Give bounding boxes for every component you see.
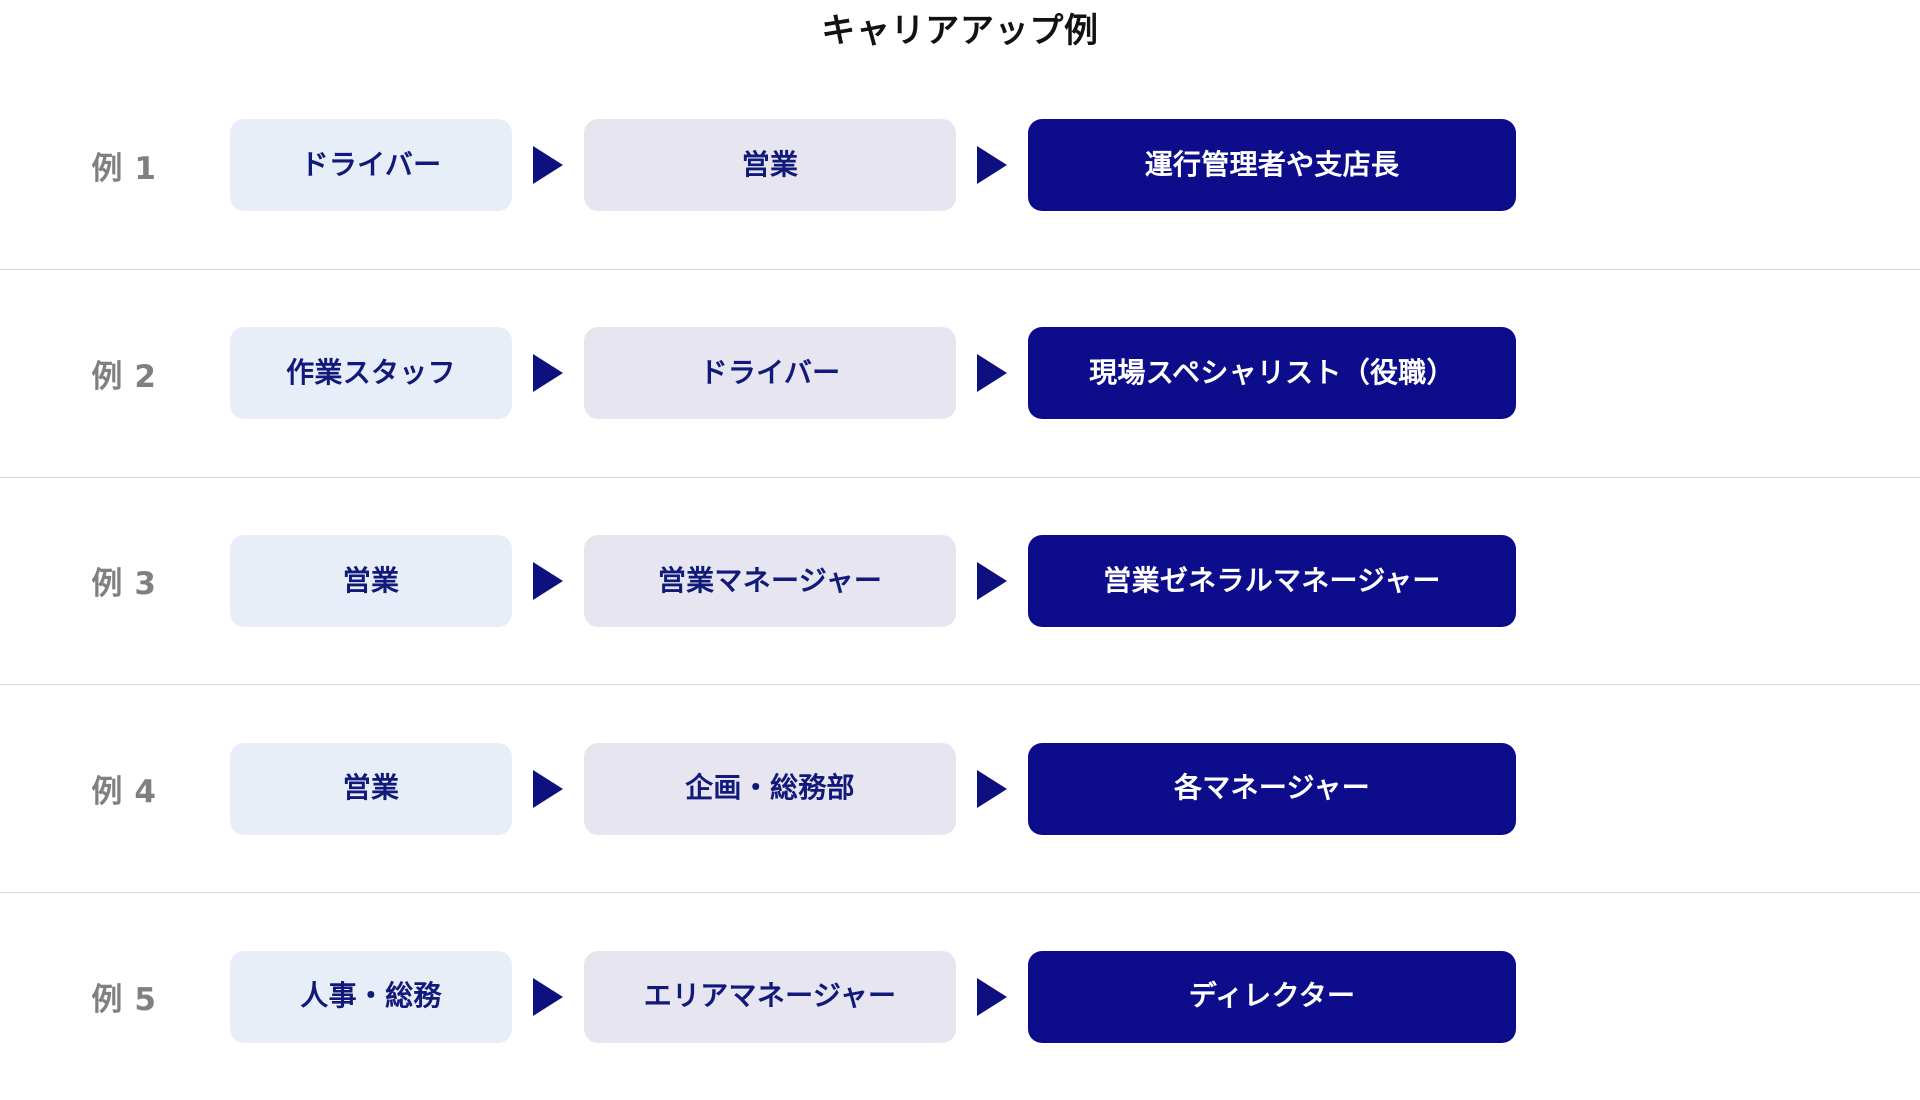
row-stages: 営業 営業マネージャー 営業ゼネラルマネージャー	[230, 534, 1900, 627]
triangle-right-icon	[512, 146, 584, 185]
stage-box-middle: エリアマネージャー	[584, 950, 956, 1043]
row-label-example-1: 例 1	[91, 150, 157, 187]
row-label-example-4: 例 4	[91, 774, 157, 811]
stage-box-middle: 営業マネージャー	[584, 534, 956, 627]
career-path-row: 例 4 営業 企画・総務部 各マネージャー	[0, 684, 1920, 892]
row-label-example-3: 例 3	[91, 566, 157, 603]
stage-box-goal: ディレクター	[1028, 950, 1516, 1043]
stage-box-start: 営業	[230, 534, 512, 627]
career-path-row: 例 1 ドライバー 営業 運行管理者や支店長	[0, 62, 1920, 269]
stage-box-start: 人事・総務	[230, 950, 512, 1043]
triangle-right-icon	[956, 769, 1028, 808]
stage-box-goal: 運行管理者や支店長	[1028, 119, 1516, 212]
stage-box-start: ドライバー	[230, 119, 512, 212]
triangle-right-icon	[956, 977, 1028, 1016]
stage-box-goal: 営業ゼネラルマネージャー	[1028, 534, 1516, 627]
career-path-row: 例 3 営業 営業マネージャー 営業ゼネラルマネージャー	[0, 476, 1920, 685]
row-label-example-5: 例 5	[91, 982, 157, 1019]
stage-box-start: 営業	[230, 742, 512, 835]
stage-box-middle: 企画・総務部	[584, 742, 956, 835]
career-path-row: 例 5 人事・総務 エリアマネージャー ディレクター	[0, 892, 1920, 1100]
row-stages: 人事・総務 エリアマネージャー ディレクター	[230, 950, 1900, 1043]
triangle-right-icon	[956, 146, 1028, 185]
triangle-right-icon	[956, 561, 1028, 600]
stage-box-goal: 現場スペシャリスト（役職）	[1028, 327, 1516, 420]
career-path-rows: 例 1 ドライバー 営業 運行管理者や支店長 例 2 作業スタッフ	[0, 62, 1920, 1100]
stage-box-goal: 各マネージャー	[1028, 742, 1516, 835]
row-stages: ドライバー 営業 運行管理者や支店長	[230, 119, 1900, 212]
triangle-right-icon	[512, 977, 584, 1016]
row-stages: 営業 企画・総務部 各マネージャー	[230, 742, 1900, 835]
figure-title-bar: キャリアアップ例	[0, 0, 1920, 62]
stage-box-middle: ドライバー	[584, 327, 956, 420]
page-title: キャリアアップ例	[821, 11, 1099, 51]
career-path-row: 例 2 作業スタッフ ドライバー 現場スペシャリスト（役職）	[0, 268, 1920, 477]
triangle-right-icon	[512, 561, 584, 600]
triangle-right-icon	[956, 354, 1028, 393]
triangle-right-icon	[512, 769, 584, 808]
triangle-right-icon	[512, 354, 584, 393]
row-label-example-2: 例 2	[91, 358, 157, 395]
row-stages: 作業スタッフ ドライバー 現場スペシャリスト（役職）	[230, 327, 1900, 420]
stage-box-start: 作業スタッフ	[230, 327, 512, 420]
stage-box-middle: 営業	[584, 119, 956, 212]
